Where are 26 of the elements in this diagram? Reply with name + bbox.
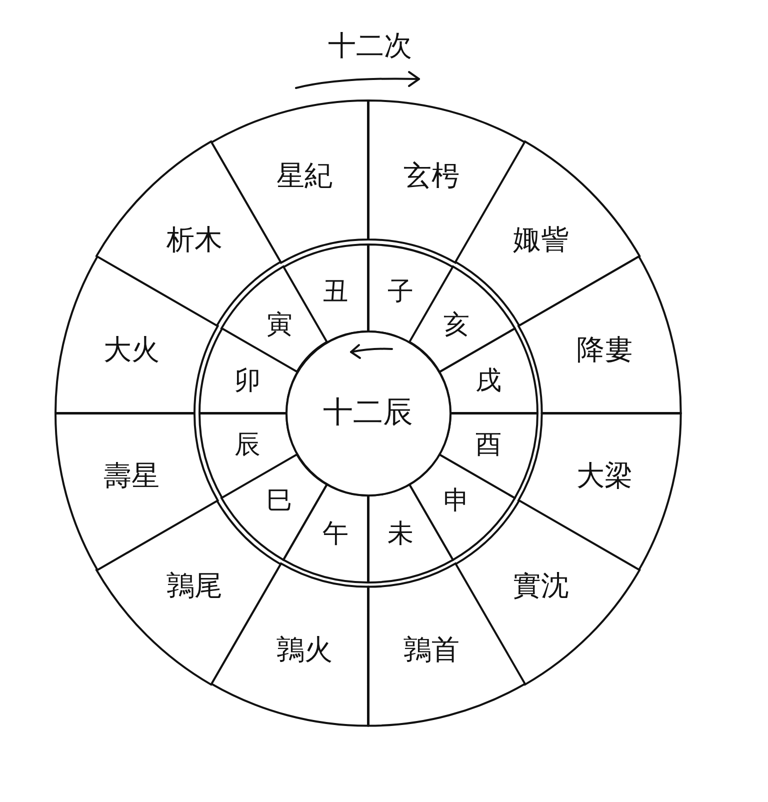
segment-label: 大梁 — [576, 462, 633, 490]
segment-label: 辰 — [234, 432, 260, 458]
segment-label: 鶉首 — [403, 636, 460, 664]
segment-label: 申 — [443, 488, 470, 514]
center-label: 十二辰 — [323, 398, 413, 428]
segment-label: 降婁 — [576, 336, 633, 364]
segment-label: 實沈 — [513, 572, 570, 600]
segment-label: 鶉火 — [276, 636, 333, 664]
segment-label: 卯 — [234, 368, 260, 394]
segment-label: 大火 — [103, 336, 160, 364]
segment-label: 子 — [387, 279, 414, 306]
segment-label: 析木 — [166, 226, 223, 254]
segment-label: 玄枵 — [403, 162, 460, 190]
segment-label: 未 — [387, 520, 414, 547]
segment-label: 午 — [322, 520, 349, 547]
segment-label: 鶉尾 — [166, 572, 223, 600]
segment-label: 巳 — [266, 488, 293, 514]
segment-label: 寅 — [266, 312, 293, 338]
segment-label: 丑 — [322, 279, 349, 306]
segment-label: 娵訾 — [513, 226, 570, 254]
segment-label: 戌 — [476, 368, 502, 394]
segment-label: 壽星 — [103, 462, 160, 490]
segment-label: 酉 — [476, 432, 502, 458]
heading: 十二次 — [328, 32, 412, 60]
segment-label: 亥 — [443, 312, 470, 338]
segment-label: 星紀 — [276, 162, 333, 190]
